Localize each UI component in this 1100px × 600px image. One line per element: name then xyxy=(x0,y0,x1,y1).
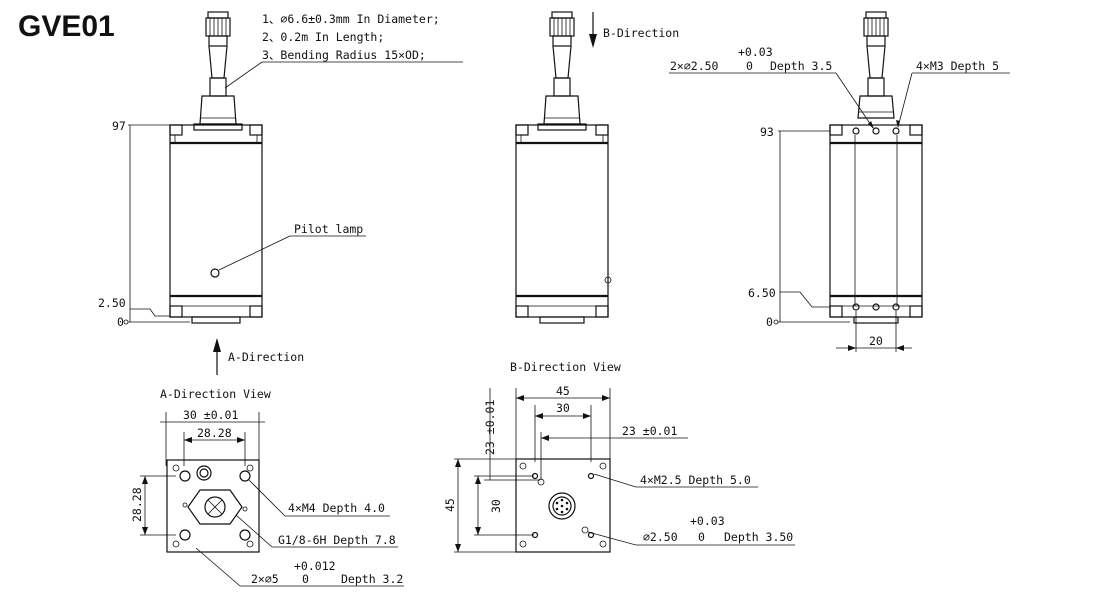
right-dim-top: 93 xyxy=(760,125,774,139)
front-dim-top: 97 xyxy=(112,119,126,133)
right-view: +0.03 2×∅2.50 0 Depth 3.5 4×M3 Depth 5 9… xyxy=(669,11,1010,352)
a-pin-spec: 2×∅5 xyxy=(251,572,279,586)
front-dim-low: 2.50 xyxy=(98,296,126,310)
right-thread-spec: 4×M3 Depth 5 xyxy=(916,59,999,73)
b-m25-label: 4×M2.5 Depth 5.0 xyxy=(640,473,751,487)
a-tolerance: +0.012 xyxy=(294,559,336,573)
cable-connector xyxy=(193,11,243,131)
right-dim-width: 20 xyxy=(869,334,883,348)
b-dim-45-h: 45 xyxy=(556,384,570,398)
right-top-hole-icon xyxy=(852,127,860,135)
right-top-hole-icon xyxy=(892,127,900,135)
a-dim-30: 30 ±0.01 xyxy=(183,408,238,422)
a-g18-label: G1/8-6H Depth 7.8 xyxy=(278,533,396,547)
b-dim-30-v: 30 xyxy=(489,499,503,513)
a-m4-hole-icon xyxy=(179,529,191,541)
right-body xyxy=(829,124,923,318)
right-bottom-hole-icon xyxy=(872,303,880,311)
a-direction-label: A-Direction xyxy=(228,350,304,364)
b-m25-hole-icon xyxy=(531,472,539,480)
a-zero: 0 xyxy=(302,572,309,586)
middle-view: B-Direction xyxy=(515,11,679,324)
a-dim-2828-h: 28.28 xyxy=(197,426,232,440)
b-m25-hole-icon xyxy=(587,472,595,480)
right-top-hole-icon xyxy=(872,127,880,135)
a-m4-label: 4×M4 Depth 4.0 xyxy=(288,501,385,515)
a-view-body xyxy=(166,459,260,553)
a-direction-view: A-Direction View 30 ±0.01 28.28 28.28 xyxy=(130,387,404,587)
right-hole-tolerance: +0.03 xyxy=(738,45,773,59)
a-pin-depth: Depth 3.2 xyxy=(341,572,403,586)
a-direction-arrow: A-Direction xyxy=(213,338,304,375)
a-hex-port-icon xyxy=(187,489,243,525)
front-dim-zero: 0 xyxy=(117,315,124,329)
cable-note-length: 2、0.2m In Length; xyxy=(262,30,384,44)
b-tolerance: +0.03 xyxy=(690,514,725,528)
front-view: Pilot lamp 97 2.50 0 xyxy=(98,11,366,329)
pilot-lamp-icon xyxy=(210,268,220,278)
right-hole-depth: Depth 3.5 xyxy=(770,59,832,73)
b-dim-23-v: 23 ±0.01 xyxy=(483,400,497,455)
right-bottom-hole-icon xyxy=(892,303,900,311)
right-hole-spec: 2×∅2.50 xyxy=(670,59,719,73)
b-pin-spec: ∅2.50 xyxy=(643,530,678,544)
b-dim-23-h: 23 ±0.01 xyxy=(622,424,677,438)
b-connector-icon xyxy=(548,492,576,520)
a-view-title: A-Direction View xyxy=(160,387,271,401)
b-zero: 0 xyxy=(698,530,705,544)
b-view-body xyxy=(515,458,611,553)
cable-note-diameter: 1、∅6.6±0.3mm In Diameter; xyxy=(262,12,440,26)
b-pin-depth: Depth 3.50 xyxy=(724,530,793,544)
front-body xyxy=(169,124,263,318)
a-m4-hole-icon xyxy=(179,470,191,482)
a-m4-hole-icon xyxy=(239,529,251,541)
right-hole-zero: 0 xyxy=(746,59,753,73)
a-dim-2828-v: 28.28 xyxy=(130,487,144,522)
middle-cable-connector xyxy=(537,11,587,131)
right-dim-low: 6.50 xyxy=(748,286,776,300)
b-view-title: B-Direction View xyxy=(510,360,621,374)
b-dim-30-h: 30 xyxy=(556,401,570,415)
right-cable-connector xyxy=(857,11,895,119)
b-dim-45-v: 45 xyxy=(443,498,457,512)
right-bottom-hole-icon xyxy=(852,303,860,311)
b-m25-hole-icon xyxy=(531,531,539,539)
b-direction-label: B-Direction xyxy=(603,26,679,40)
drawing-title: GVE01 xyxy=(18,10,115,43)
b-direction-view: B-Direction View 45 30 23 ±0.01 23 ±0.01… xyxy=(443,360,795,553)
middle-body xyxy=(515,124,609,318)
a-pilot-lamp-icon xyxy=(196,465,212,481)
cable-notes: 1、∅6.6±0.3mm In Diameter; 2、0.2m In Leng… xyxy=(224,12,463,89)
cable-note-bending: 3、Bending Radius 15×OD; xyxy=(262,48,426,62)
a-m4-hole-icon xyxy=(239,470,251,482)
pilot-lamp-label: Pilot lamp xyxy=(294,222,363,236)
right-dim-zero: 0 xyxy=(766,315,773,329)
